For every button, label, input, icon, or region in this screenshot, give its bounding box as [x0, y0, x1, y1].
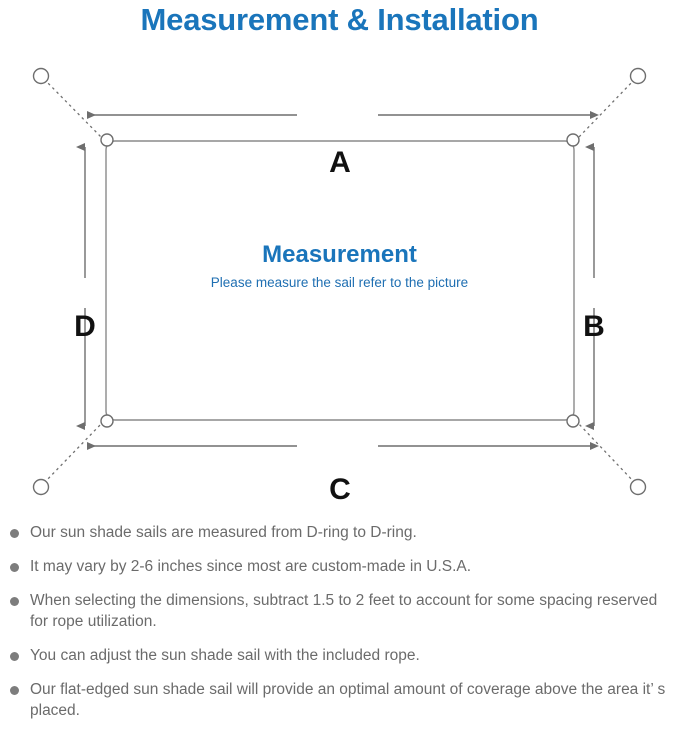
list-item: It may vary by 2-6 inches since most are…: [0, 556, 679, 577]
rope-bottom-right: [577, 422, 636, 484]
list-item: You can adjust the sun shade sail with t…: [0, 645, 679, 666]
dimension-label-a: A: [329, 146, 351, 179]
notes-list: Our sun shade sails are measured from D-…: [0, 522, 679, 734]
anchor-point-bottom-left: [32, 478, 50, 496]
rope-top-left: [43, 78, 103, 139]
rope-bottom-left: [43, 422, 103, 484]
bullet-icon: [10, 529, 19, 538]
note-text: Our sun shade sails are measured from D-…: [30, 524, 417, 541]
rope-top-right: [577, 78, 636, 139]
note-text: It may vary by 2-6 inches since most are…: [30, 558, 472, 575]
sail-measurement-diagram: Measurement Please measure the sail refe…: [0, 50, 679, 510]
note-text: You can adjust the sun shade sail with t…: [30, 647, 420, 664]
list-item: Our flat-edged sun shade sail will provi…: [0, 679, 679, 721]
d-ring-top-left: [100, 133, 114, 147]
d-ring-bottom-right: [566, 414, 580, 428]
d-ring-top-right: [566, 133, 580, 147]
diagram-svg: [32, 67, 647, 496]
note-text: Our flat-edged sun shade sail will provi…: [30, 681, 666, 719]
bullet-icon: [10, 686, 19, 695]
bullet-icon: [10, 563, 19, 572]
d-ring-bottom-left: [100, 414, 114, 428]
list-item: Our sun shade sails are measured from D-…: [0, 522, 679, 543]
sail-body: [105, 140, 575, 421]
anchor-point-top-right: [629, 67, 647, 85]
dimension-label-c: C: [329, 473, 351, 506]
note-text: When selecting the dimensions, subtract …: [30, 592, 658, 630]
dimension-label-b: B: [583, 310, 605, 343]
anchor-point-top-left: [32, 67, 50, 85]
bullet-icon: [10, 652, 19, 661]
dimension-label-d: D: [74, 310, 96, 343]
bullet-icon: [10, 597, 19, 606]
page-title: Measurement & Installation: [140, 2, 539, 37]
list-item: When selecting the dimensions, subtract …: [0, 590, 679, 632]
anchor-point-bottom-right: [629, 478, 647, 496]
